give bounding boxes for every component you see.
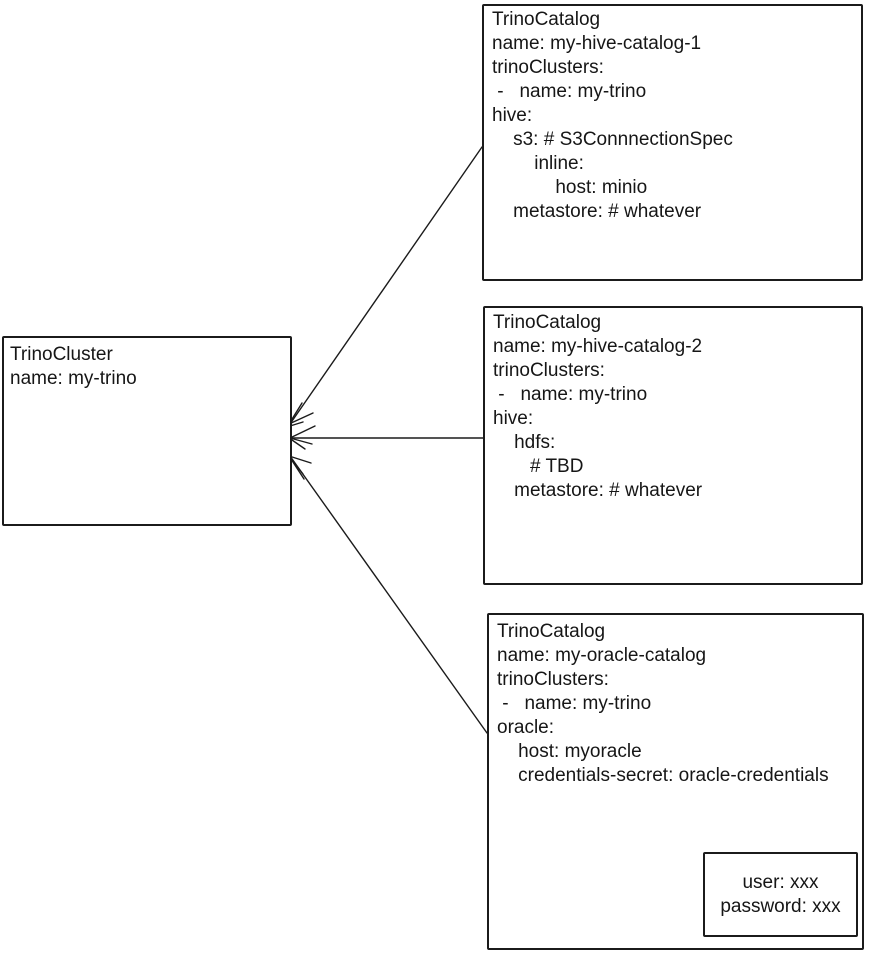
catalog-title: TrinoCatalog bbox=[497, 621, 606, 642]
yaml-line: - name: my-trino bbox=[497, 693, 652, 714]
arrowhead-catalog1 bbox=[288, 402, 314, 427]
yaml-line: host: myoracle bbox=[497, 741, 642, 762]
yaml-line: metastore: # whatever bbox=[493, 480, 703, 501]
yaml-line: inline: bbox=[492, 153, 584, 174]
yaml-line: trinoClusters: bbox=[492, 57, 604, 78]
catalog-title: TrinoCatalog bbox=[492, 9, 601, 30]
yaml-line: name: my-oracle-catalog bbox=[497, 645, 707, 666]
yaml-line: hdfs: bbox=[493, 432, 556, 453]
yaml-line: hive: bbox=[493, 408, 534, 429]
yaml-line: s3: # S3ConnnectionSpec bbox=[492, 129, 733, 150]
yaml-line: host: minio bbox=[492, 177, 648, 198]
yaml-line: trinoClusters: bbox=[497, 669, 609, 690]
arrowhead-catalog3 bbox=[288, 455, 312, 480]
credentials-secret-box: user: xxx password: xxx bbox=[703, 852, 858, 937]
yaml-line: name: my-hive-catalog-1 bbox=[492, 33, 702, 54]
yaml-line: metastore: # whatever bbox=[492, 201, 702, 222]
cluster-name: name: my-trino bbox=[10, 368, 137, 389]
yaml-line: name: my-hive-catalog-2 bbox=[493, 336, 703, 357]
trino-catalog-box-hive-1: TrinoCatalog name: my-hive-catalog-1 tri… bbox=[482, 4, 863, 281]
secret-user: user: xxx bbox=[742, 871, 819, 893]
catalog-title: TrinoCatalog bbox=[493, 312, 602, 333]
yaml-line: - name: my-trino bbox=[493, 384, 648, 405]
arrowhead-catalog2 bbox=[289, 425, 316, 450]
connector-catalog3-to-cluster bbox=[289, 455, 488, 734]
secret-password: password: xxx bbox=[720, 895, 841, 917]
connector-catalog1-to-cluster bbox=[289, 146, 483, 425]
yaml-line: oracle: bbox=[497, 717, 555, 738]
yaml-line: - name: my-trino bbox=[492, 81, 647, 102]
trino-cluster-box: TrinoCluster name: my-trino bbox=[2, 336, 292, 526]
trino-catalog-box-hive-2: TrinoCatalog name: my-hive-catalog-2 tri… bbox=[483, 306, 863, 585]
yaml-line: credentials-secret: oracle-credentials bbox=[497, 765, 829, 786]
yaml-line: # TBD bbox=[493, 456, 584, 477]
yaml-line: hive: bbox=[492, 105, 533, 126]
cluster-title: TrinoCluster bbox=[10, 344, 113, 365]
yaml-line: trinoClusters: bbox=[493, 360, 605, 381]
